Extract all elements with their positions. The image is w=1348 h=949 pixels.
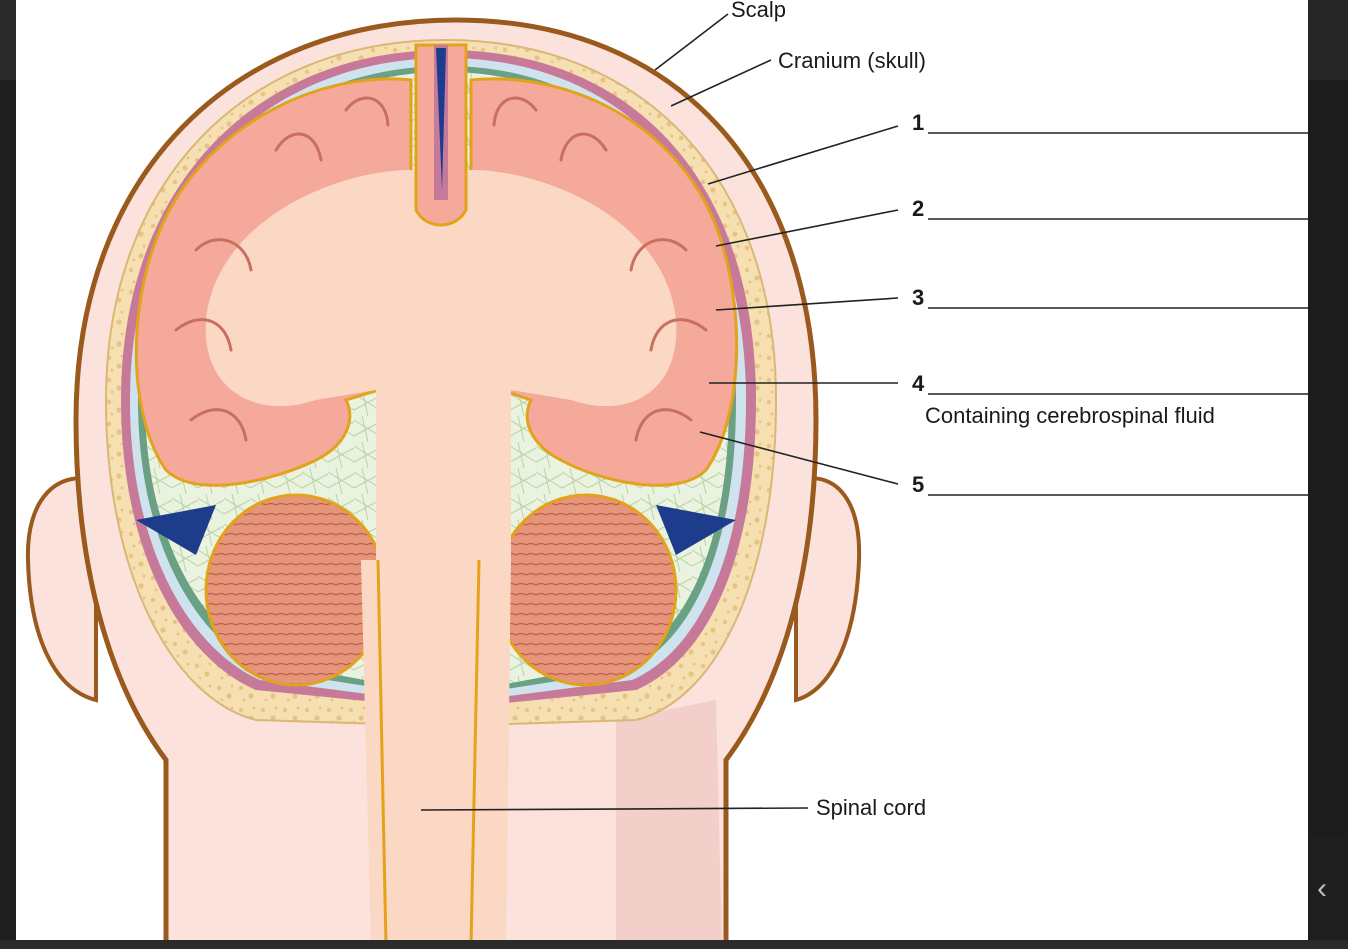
neck-shadow [616,700,722,940]
left-cerebellum [206,495,386,685]
right-cerebellum [496,495,676,685]
left-panel-edge [0,0,16,80]
label-number-4: 4 [912,371,924,397]
bottom-viewer-bar [0,940,1348,949]
diagram-canvas: Scalp Cranium (skull) 1 2 3 4 Containing… [16,0,1308,940]
label-number-2: 2 [912,196,924,222]
right-panel-edge [1308,0,1348,80]
chevron-left-icon[interactable]: ‹ [1310,874,1334,904]
label-number-3: 3 [912,285,924,311]
right-viewer-bar [1308,80,1348,835]
label-number-5: 5 [912,472,924,498]
meninges-diagram [16,0,1308,940]
label-csf-note: Containing cerebrospinal fluid [925,403,1215,429]
label-cranium: Cranium (skull) [778,48,926,74]
label-scalp: Scalp [731,0,786,23]
label-number-1: 1 [912,110,924,136]
label-spinal-cord: Spinal cord [816,795,926,821]
